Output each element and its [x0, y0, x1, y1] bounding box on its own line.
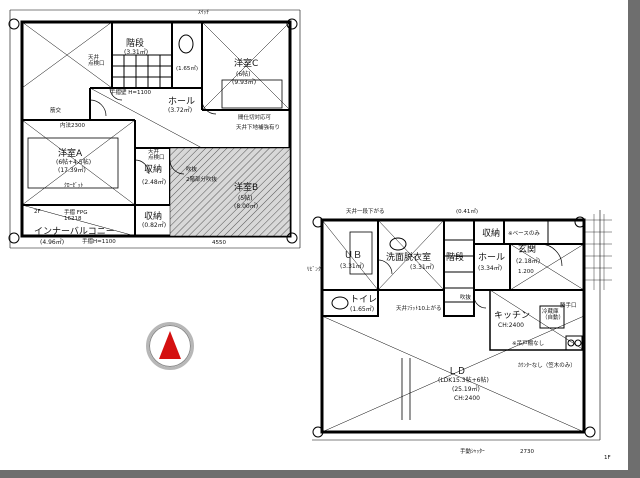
note-mark-1f: 1F: [604, 455, 611, 461]
note-shoe-rack: ※ベースのみ: [508, 231, 540, 237]
room-label-entrance: 玄関: [518, 245, 537, 255]
room-ch-ld: CH:2400: [454, 395, 480, 402]
room-area-washroom: (3.31㎡): [410, 264, 435, 271]
room-area-inner-balcony: (4.96㎡): [40, 239, 65, 246]
room-label-stairs-2f: 階段: [126, 39, 145, 49]
note-inner-width: 内法2300: [60, 123, 85, 129]
note-bath-fan: ｽｲｯﾁ: [198, 10, 210, 16]
note-ceiling-drop: 天井一段下がる: [346, 209, 385, 215]
note-partition: 2階部分吹抜: [186, 177, 217, 183]
note-cupboard: ※吊戸棚なし: [512, 341, 545, 347]
note-aux-door: 勝手口: [560, 303, 577, 309]
room-label-storage-a: 収納: [144, 165, 163, 175]
hatched-area-upper: [169, 147, 291, 237]
note-handrail-height: 手摺壁 H=1100: [110, 90, 151, 96]
note-open-ceiling: 吹抜: [186, 167, 198, 173]
note-stair-open: 吹抜: [460, 295, 472, 301]
room-label-western-c: 洋室C: [234, 59, 259, 69]
room-label-ld: ＬＤ: [448, 367, 467, 377]
note-balcony-handrail: 手摺H=1100: [82, 239, 116, 245]
note-cross-beam: 筋交: [50, 108, 62, 114]
room-area-hall-2f: (3.72㎡): [168, 107, 193, 114]
room-label-toilet: トイレ: [350, 295, 378, 305]
note-area-top: (0.41㎡): [456, 209, 479, 215]
room-area-storage-b: (0.82㎡): [142, 222, 167, 229]
room-area-storage-a: (2.48㎡): [142, 179, 167, 186]
room-label-stairs-1f: 階段: [446, 253, 465, 263]
room-label-western-b: 洋室B: [234, 183, 259, 193]
room-size-western-c: (6帖): [236, 71, 251, 78]
room-area-toilet: (1.65㎡): [350, 306, 375, 313]
room-size-ld: (LDK15.3帖+6帖): [438, 377, 489, 384]
note-ceiling-up: 天井ﾌﾗｯﾄ10上がる: [396, 306, 442, 312]
room-label-hall-2f: ホール: [168, 97, 196, 107]
note-ceiling-reinforce: 天井下地補強有り: [236, 125, 281, 131]
room-area-hall-1f: (3.34㎡): [478, 265, 503, 272]
note-area-small: (1.65㎡): [176, 66, 199, 72]
room-label-hall-1f: ホール: [478, 253, 506, 263]
room-size-western-a: (6帖+4.5帖): [56, 159, 92, 166]
room-label-storage-b: 収納: [144, 212, 163, 222]
room-area-stairs-2f: (3.31㎡): [124, 49, 149, 56]
note-dim-bottom-2f: 4550: [212, 240, 226, 246]
room-area-ld: (25.19㎡): [452, 386, 480, 393]
note-ceiling-inspection-2: 天井 点検口: [148, 149, 165, 161]
note-fridge: 冷蔵庫 （自動）: [542, 309, 565, 321]
lower-floor-outline: [320, 214, 612, 434]
floor-plan-sheet: 階段 (3.31㎡) 洋室C (6帖) (9.93㎡) ホール (3.72㎡) …: [0, 0, 628, 470]
note-left-mark: ﾘﾋﾞﾝｸﾞ: [307, 267, 324, 273]
room-area-western-b: (8.00㎡): [234, 203, 259, 210]
room-label-kitchen: キッチン: [494, 311, 531, 321]
note-wall-reinforce: 間仕切対応可: [238, 115, 272, 121]
room-label-washroom: 洗面脱衣室: [386, 253, 432, 263]
note-shutter: 手動ｼｬｯﾀｰ: [460, 449, 485, 455]
room-area-western-a: (17.39㎡): [58, 167, 86, 174]
note-entrance-dim: 1.200: [518, 269, 534, 275]
note-closet: ｸﾛｰｾﾞｯﾄ: [64, 183, 84, 189]
north-compass: [146, 322, 194, 370]
note-counter: ｶｳﾝﾀｰなし（笠木のみ）: [518, 363, 576, 369]
room-area-entrance: (2.18㎡): [516, 258, 541, 265]
note-dim-bottom-1f: 2730: [520, 449, 534, 455]
north-arrow-icon: [159, 331, 181, 359]
room-label-western-a: 洋室A: [58, 149, 83, 159]
note-ceiling-inspection-1: 天井 点検口: [88, 55, 105, 67]
room-area-unit-bath: (3.31㎡): [340, 263, 365, 270]
room-label-inner-balcony: インナーバルコニー: [34, 227, 115, 237]
room-area-kitchen: CH:2400: [498, 322, 524, 329]
note-balcony-pipe: 手摺 FPG 16218: [64, 210, 88, 222]
room-area-western-c: (9.93㎡): [232, 79, 257, 86]
upper-floor-outline: [20, 20, 292, 238]
room-size-western-b: (5帖): [238, 195, 253, 202]
room-label-storage-1f: 収納: [482, 229, 501, 239]
room-label-unit-bath: ＵＢ: [344, 251, 363, 261]
note-mark-2f: 2F: [34, 209, 41, 215]
